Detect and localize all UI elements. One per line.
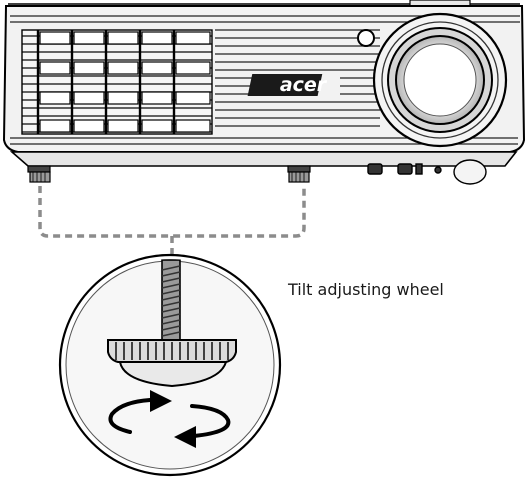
- rotate-arrow-heads: [150, 390, 196, 448]
- front-foot-right: [287, 165, 311, 183]
- tilt-wheel-magnified: [58, 253, 282, 477]
- brand-logo: acer: [247, 74, 328, 96]
- ir-sensor-icon: [357, 29, 375, 47]
- projector-lens: [372, 12, 508, 148]
- projector-body: acer: [2, 0, 526, 185]
- tilt-wheel-label: Tilt adjusting wheel: [288, 280, 444, 299]
- front-foot-left: [27, 165, 51, 183]
- callout-connector: [38, 186, 306, 262]
- bottom-controls: [367, 159, 487, 185]
- tilt-wheel-knob: [107, 339, 237, 388]
- vent-grille: [21, 29, 213, 135]
- rotate-arrows-icon: [108, 398, 231, 438]
- brand-logo-text: acer: [280, 74, 328, 96]
